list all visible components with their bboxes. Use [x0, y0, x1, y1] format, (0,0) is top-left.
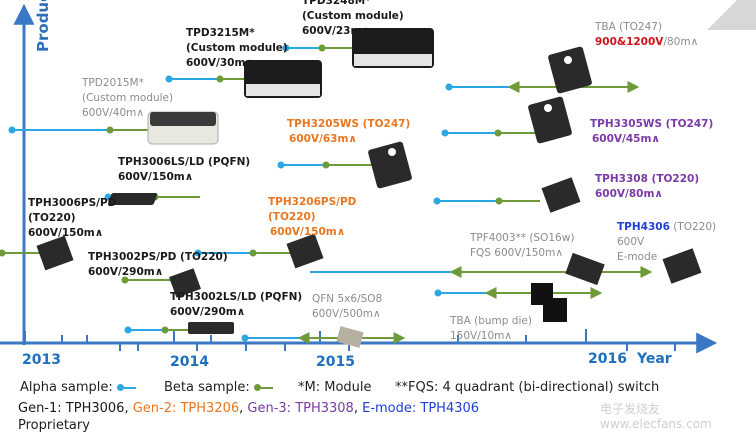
beta-dot-tpd3215m [216, 75, 224, 83]
beta-dot-tpd3248m [318, 44, 326, 52]
qfn-image [336, 326, 364, 348]
module-image-tpd2015m [147, 111, 219, 145]
generation-item: , [124, 401, 133, 416]
product-label-tpd3215m: TPD3215M*(Custom module)600V/30m∧ [186, 27, 288, 69]
legend-fqs-note: **FQS: 4 quadrant (bi-directional) switc… [395, 380, 660, 395]
generation-legend: Gen-1: TPH3006, Gen-2: TPH3206, Gen-3: T… [18, 401, 479, 416]
generation-item: Gen-2: TPH3206 [132, 401, 240, 416]
alpha-dot-tpd3215m [165, 75, 173, 83]
alpha-dot-tph3308 [433, 197, 441, 205]
product-label-tpf4003: TPF4003** (SO16w)FQS 600V/150m∧ [470, 232, 575, 259]
module-image-tpd3215m [244, 60, 322, 98]
bump-die-image [531, 283, 567, 322]
beta-dot-tph3002ls [161, 326, 169, 334]
alpha-dot-tpd3248m [282, 44, 290, 52]
alpha-dot-icon [116, 384, 124, 391]
product-label-tph3002ls: TPH3002LS/LD (PQFN)600V/290m∧ [170, 291, 303, 318]
legend-module-note: *M: Module [298, 380, 372, 395]
beta-dot-tph3205ws [322, 161, 330, 169]
to220-image-tph3206ps [286, 233, 324, 269]
generation-item: Gen-3: TPH3308 [247, 401, 354, 416]
timelines [0, 44, 653, 344]
product-label-tpd2015m: TPD2015M*(Custom module)600V/40m∧ [82, 77, 174, 119]
pqfn-image-tph3002ls [188, 322, 234, 334]
alpha-dot-tba-bump [434, 289, 442, 297]
beta-dot-tph3006ps [0, 249, 6, 257]
proprietary-note: Proprietary [18, 418, 90, 433]
alpha-dot-tph3002ls [124, 326, 132, 334]
alpha-dot-tph3206ps [194, 249, 202, 257]
to220-image-tph4306 [662, 248, 702, 284]
alpha-dot-tph3205ws [277, 161, 285, 169]
alpha-dot-tph3305ws [441, 129, 449, 137]
alpha-dot-tba-to247 [445, 83, 453, 91]
year-label-2014: 2014 [170, 354, 209, 370]
product-label-tba-to247: TBA (TO247) 900&1200V/80m∧ [595, 21, 699, 48]
pqfn-image-tph3006ls [107, 193, 158, 205]
beta-dot-tph3305ws [494, 129, 502, 137]
year-label-2013: 2013 [22, 352, 61, 368]
product-label-tph3305ws: TPH3305WS (TO247)600V/45m∧ [590, 118, 714, 145]
product-label-tph3002ps: TPH3002PS/PD (TO220)600V/290m∧ [88, 251, 228, 278]
x-axis-ticks [24, 329, 676, 351]
beta-dot-icon [253, 384, 261, 391]
to247-image-tph3205ws [368, 141, 412, 189]
generation-item: , [353, 401, 363, 416]
to220-image-tph3308 [541, 177, 581, 213]
product-label-tba-bump-die: TBA (bump die)150V/10m∧ [450, 315, 532, 342]
beta-dot-tpd2015m [106, 126, 114, 134]
product-label-tpd3248m: TPD3248M*(Custom module)600V/23m∧ [302, 0, 404, 37]
alpha-dot-tpd2015m [8, 126, 16, 134]
product-label-tph3206ps: TPH3206PS/PD(TO220)600V/150m∧ [268, 196, 357, 238]
module-image-tpd3248m [352, 28, 434, 68]
product-label-tph3006ps: TPH3006PS/PD(TO220)600V/150m∧ [28, 197, 117, 239]
generation-item: E-mode: TPH4306 [362, 401, 480, 416]
to220-image-tph3002ps [169, 268, 201, 298]
beta-dot-tph3002ps [121, 276, 129, 284]
generation-item: , [239, 401, 248, 416]
y-axis-title: Product [34, 0, 52, 52]
alpha-dot-qfn [241, 334, 249, 342]
alpha-line-icon [123, 386, 136, 389]
generation-item: Gen-1: TPH3006 [18, 401, 125, 416]
product-label-tph3006ls: TPH3006LS/LD (PQFN)600V/150m∧ [118, 156, 251, 183]
product-label-tph3205ws: TPH3205WS (TO247)600V/63m∧ [287, 118, 411, 145]
beta-dot-tph3206ps [249, 249, 257, 257]
year-label-2015: 2015 [316, 354, 355, 370]
year-label-2016: 2016 [588, 351, 627, 367]
to247-image-tph3305ws [528, 96, 572, 144]
to220-image-tph3006ps [36, 235, 74, 271]
legend-alpha: Alpha sample: [20, 380, 136, 395]
x-axis-title: Year [637, 351, 672, 367]
watermark: 电子发烧友 www.elecfans.com [600, 402, 712, 431]
package-images [36, 28, 702, 348]
so16w-image-tpf4003 [565, 252, 605, 286]
beta-line-icon [260, 386, 273, 389]
to247-image-tba [548, 46, 592, 94]
product-label-tph3308: TPH3308 (TO220)600V/80m∧ [595, 173, 700, 200]
slide-corner-decoration [676, 0, 756, 30]
beta-dot-tph3308 [495, 197, 503, 205]
legend-beta: Beta sample: [164, 380, 273, 395]
